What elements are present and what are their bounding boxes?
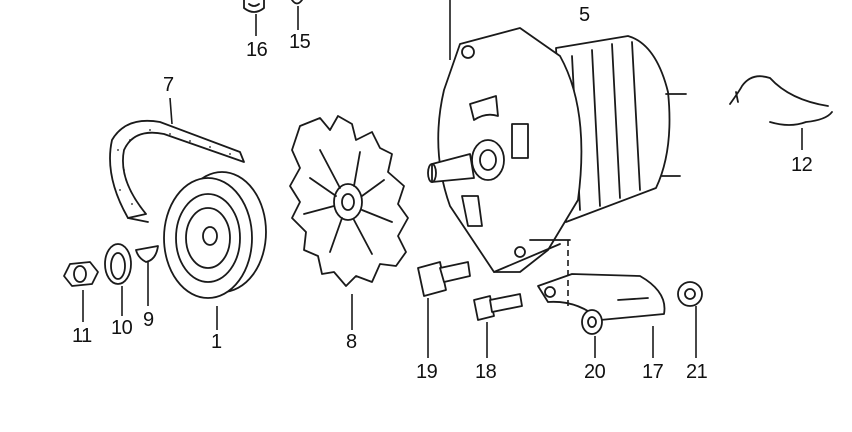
callout-11: 11	[72, 325, 92, 347]
callout-19: 19	[416, 361, 438, 383]
callout-15: 15	[289, 31, 311, 53]
part-16-nut	[243, 0, 265, 13]
part-10-spring-washer	[104, 243, 132, 285]
part-17-bracket	[537, 273, 666, 321]
part-7-v-belt	[109, 119, 245, 223]
callout-18: 18	[475, 361, 497, 383]
callout-12: 12	[791, 154, 813, 176]
part-15-washer	[291, 0, 303, 5]
callout-16: 16	[246, 39, 268, 61]
callout-9: 9	[143, 309, 154, 331]
callout-7: 7	[163, 74, 174, 96]
callout-1: 1	[211, 331, 222, 353]
callout-8: 8	[346, 331, 357, 353]
part-1-pulley	[163, 171, 267, 299]
callout-5: 5	[579, 4, 590, 26]
callout-17: 17	[642, 361, 664, 383]
callout-10: 10	[111, 317, 133, 339]
part-19-terminal	[417, 261, 471, 297]
leader-lines	[82, 0, 803, 358]
part-21-nut	[677, 281, 703, 307]
part-5-alternator	[427, 27, 687, 273]
part-9-key	[135, 245, 159, 263]
part-12-wire	[729, 75, 833, 126]
part-18-bolt	[473, 293, 523, 321]
part-8-fan	[289, 115, 409, 287]
callout-20: 20	[584, 361, 606, 383]
part-20-washer	[581, 309, 603, 335]
callout-21: 21	[686, 361, 708, 383]
part-11-hex-nut	[63, 261, 99, 287]
